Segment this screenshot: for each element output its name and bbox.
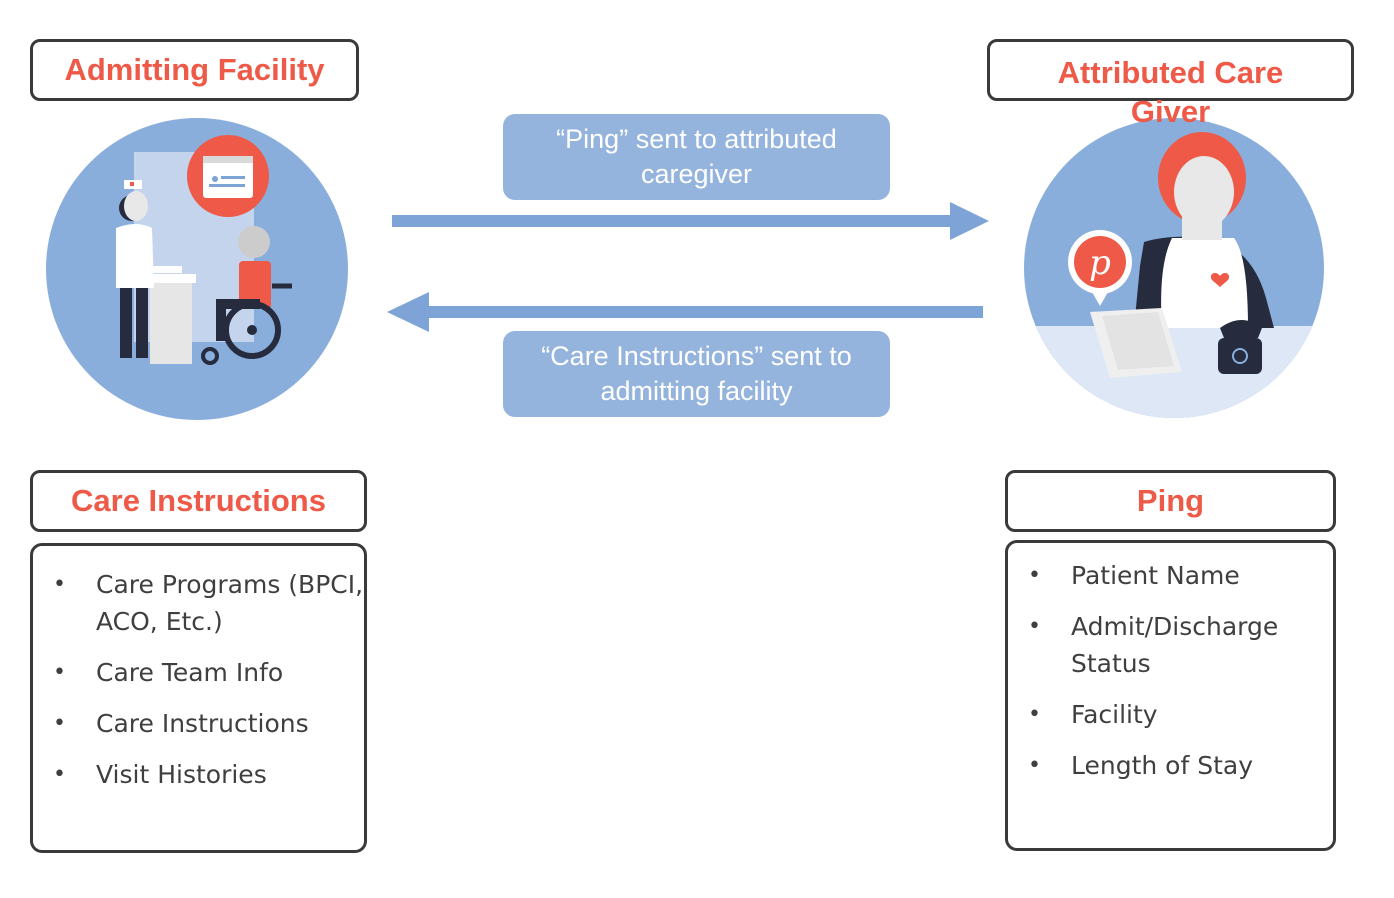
arrow-left-icon xyxy=(387,292,983,332)
list-item: • Care Team Info xyxy=(33,654,364,691)
arrow-right-icon xyxy=(392,202,989,240)
list-item-text: Care Team Info xyxy=(96,658,284,687)
ping-header-text: Ping xyxy=(1136,482,1205,518)
ping-list-box: • Patient Name • Admit/Discharge Status • F… xyxy=(1005,540,1336,851)
list-item-text: Patient Name xyxy=(1071,561,1240,590)
caregiver-at-desk-illustration: p xyxy=(1024,118,1324,418)
bullet-icon: • xyxy=(53,711,66,736)
bullet-icon: • xyxy=(1028,563,1041,588)
list-item: • Patient Name xyxy=(1008,557,1333,594)
bullet-icon: • xyxy=(1028,614,1041,639)
list-item: • Facility xyxy=(1008,696,1333,733)
list-item: • Care Programs (BPCI, ACO, Etc.) xyxy=(33,566,364,640)
ping-message-box: “Ping” sent to attributed caregiver xyxy=(503,114,890,200)
care-instructions-header-text: Care Instructions xyxy=(71,482,326,518)
bullet-icon: • xyxy=(53,762,66,787)
ping-message-text: “Ping” sent to attributed caregiver xyxy=(556,124,837,189)
list-item-text: Care Instructions xyxy=(96,709,309,738)
care-instructions-header: Care Instructions xyxy=(30,470,367,532)
list-item: • Care Instructions xyxy=(33,705,364,742)
list-item: • Visit Histories xyxy=(33,756,364,793)
bullet-icon: • xyxy=(53,660,66,685)
bullet-icon: • xyxy=(1028,702,1041,727)
admitting-facility-title-text: Admitting Facility xyxy=(64,51,325,87)
ping-header: Ping xyxy=(1005,470,1336,532)
list-item-text: Length of Stay xyxy=(1071,751,1254,780)
admitting-facility-title: Admitting Facility xyxy=(30,39,359,101)
bullet-icon: • xyxy=(53,572,66,597)
list-item: • Length of Stay xyxy=(1008,747,1333,784)
svg-text:p: p xyxy=(1089,243,1111,283)
ping-list: • Patient Name • Admit/Discharge Status • F… xyxy=(1008,557,1333,784)
list-item: • Admit/Discharge Status xyxy=(1008,608,1333,682)
attributed-care-giver-title: Attributed Care Giver xyxy=(987,39,1354,129)
attributed-care-giver-title-text: Attributed Care Giver xyxy=(1057,55,1284,129)
nurse-and-wheelchair-patient-illustration xyxy=(46,118,348,420)
care-instructions-message-text: “Care Instructions” sent to admitting fa… xyxy=(541,341,852,406)
care-instructions-list: • Care Programs (BPCI, ACO, Etc.) • Care T… xyxy=(33,566,364,793)
list-item-text: Visit Histories xyxy=(96,760,267,789)
list-item-text: Facility xyxy=(1071,700,1158,729)
care-instructions-message-box: “Care Instructions” sent to admitting fa… xyxy=(503,331,890,417)
bullet-icon: • xyxy=(1028,753,1041,778)
list-item-text: Admit/Discharge Status xyxy=(1071,612,1279,678)
list-item-text: Care Programs (BPCI, ACO, Etc.) xyxy=(96,570,364,636)
care-instructions-list-box: • Care Programs (BPCI, ACO, Etc.) • Care T… xyxy=(30,543,367,853)
